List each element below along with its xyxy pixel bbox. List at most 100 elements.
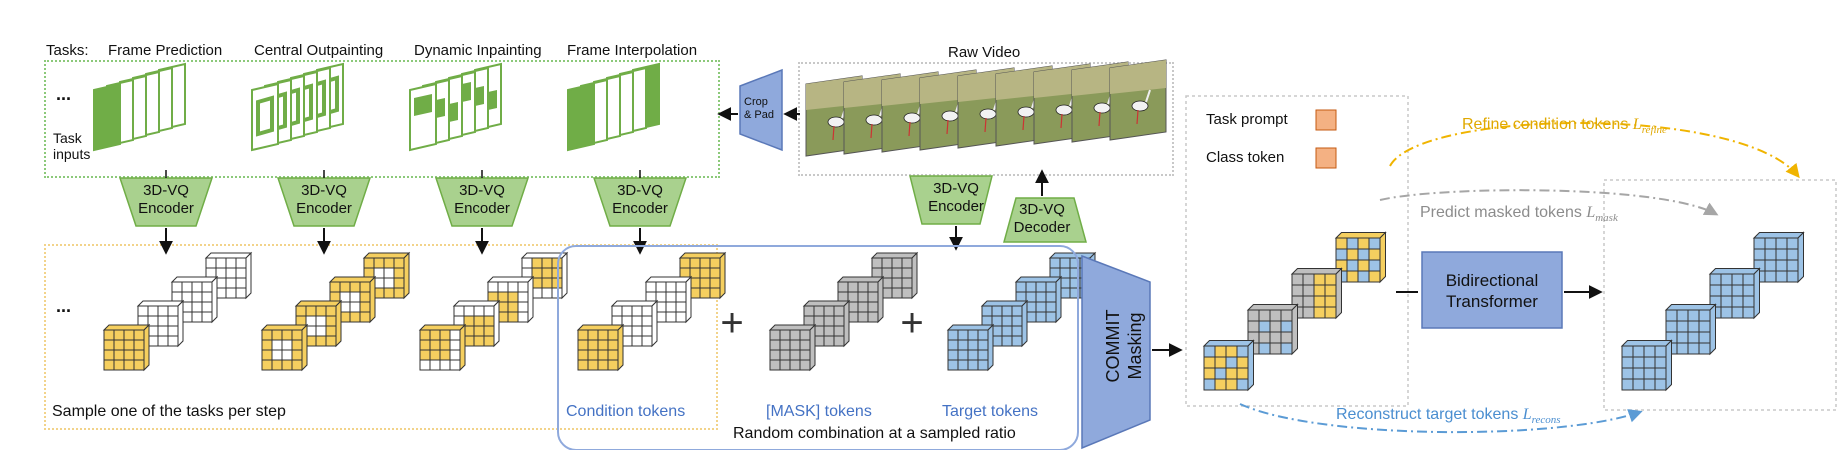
- token-cell: [641, 335, 653, 347]
- output-token-cube: [1664, 303, 1717, 356]
- cube-side: [177, 299, 184, 348]
- token-cell: [157, 335, 169, 347]
- token-cell: [1280, 342, 1293, 355]
- token-cell: [325, 315, 337, 327]
- token-cell: [1654, 378, 1667, 391]
- token-cell: [1203, 378, 1216, 391]
- token-cell: [359, 301, 371, 313]
- cube-side: [1021, 299, 1028, 348]
- token-cell: [1687, 309, 1700, 322]
- token-cell: [171, 281, 183, 293]
- token-cell: [281, 359, 293, 371]
- cube-side: [651, 299, 658, 348]
- stork-leg: [946, 119, 949, 135]
- sample-text: Sample one of the tasks per step: [52, 403, 286, 420]
- token-cell: [1025, 281, 1037, 293]
- token-cell: [1280, 331, 1293, 344]
- token-cell: [541, 287, 553, 299]
- token-cell: [1324, 284, 1337, 297]
- token-cube: [768, 323, 817, 372]
- token-cell: [419, 359, 431, 371]
- token-cell: [1764, 237, 1777, 250]
- token-cell: [1368, 237, 1381, 250]
- cube-top: [1048, 252, 1097, 259]
- cube-side: [1379, 231, 1386, 284]
- token-cell: [235, 257, 247, 269]
- token-cell: [675, 281, 687, 293]
- token-cell: [1357, 270, 1370, 283]
- token-cell: [769, 339, 781, 351]
- token-cell: [291, 359, 303, 371]
- token-cell: [225, 277, 237, 289]
- token-cell: [429, 339, 441, 351]
- predict-text: Predict masked tokens: [1420, 204, 1582, 221]
- token-cell: [645, 281, 657, 293]
- cube-side: [403, 251, 410, 300]
- token-cell: [449, 349, 461, 361]
- token-cell: [1302, 295, 1315, 308]
- token-cell: [315, 335, 327, 347]
- token-cell: [1335, 237, 1348, 250]
- masked-token-cube: [1202, 339, 1255, 392]
- cube-top: [170, 276, 219, 283]
- token-cell: [383, 287, 395, 299]
- cube-top: [946, 324, 995, 331]
- token-cell: [453, 305, 465, 317]
- reconstruct-arrow: [1239, 403, 1643, 434]
- cube-top: [1708, 268, 1761, 275]
- token-cell: [1203, 367, 1216, 380]
- token-cell: [191, 311, 203, 323]
- token-cell: [867, 311, 879, 323]
- token-cell: [473, 335, 485, 347]
- token-cell: [1269, 331, 1282, 344]
- cube-top: [1246, 304, 1299, 311]
- cube-side: [719, 251, 726, 300]
- token-cell: [1225, 345, 1238, 358]
- token-cell: [325, 325, 337, 337]
- token-cell: [487, 281, 499, 293]
- cube-top: [1290, 268, 1343, 275]
- cube-top: [452, 300, 501, 307]
- token-cell: [1742, 273, 1755, 286]
- token-cell: [1035, 281, 1047, 293]
- token-cube: [260, 323, 309, 372]
- token-cell: [261, 339, 273, 351]
- raw-video-box: [798, 62, 1174, 176]
- token-cell: [113, 349, 125, 361]
- cube-side: [143, 323, 150, 372]
- token-cell: [261, 359, 273, 371]
- token-cell: [699, 257, 711, 269]
- token-cell: [789, 329, 801, 341]
- encoder-block: [592, 177, 688, 227]
- token-cell: [1214, 356, 1227, 369]
- token-cell: [833, 325, 845, 337]
- token-cell: [1742, 306, 1755, 319]
- token-cell: [709, 267, 721, 279]
- cube-top: [102, 324, 151, 331]
- encoder-label-1: 3D-VQ Encoder: [138, 182, 194, 217]
- cube-top: [802, 300, 851, 307]
- stork-leg: [1022, 115, 1025, 131]
- token-cell: [329, 281, 341, 293]
- token-cell: [981, 305, 993, 317]
- reconstruct-label: Reconstruct target tokens Lrecons: [1336, 406, 1561, 427]
- cube-side: [1709, 303, 1716, 356]
- token-cell: [679, 257, 691, 269]
- token-cell: [1786, 237, 1799, 250]
- token-cell: [1731, 295, 1744, 308]
- token-cell: [1720, 273, 1733, 286]
- token-cell: [133, 329, 145, 341]
- token-cell: [1313, 306, 1326, 319]
- token-cell: [429, 359, 441, 371]
- token-cell: [709, 257, 721, 269]
- token-cell: [291, 339, 303, 351]
- token-cell: [1665, 309, 1678, 322]
- token-cell: [201, 311, 213, 323]
- token-cell: [1775, 270, 1788, 283]
- token-cell: [449, 339, 461, 351]
- token-cell: [1346, 248, 1359, 261]
- token-cell: [587, 359, 599, 371]
- token-cell: [521, 257, 533, 269]
- plus-2: +: [900, 301, 923, 345]
- token-cell: [607, 359, 619, 371]
